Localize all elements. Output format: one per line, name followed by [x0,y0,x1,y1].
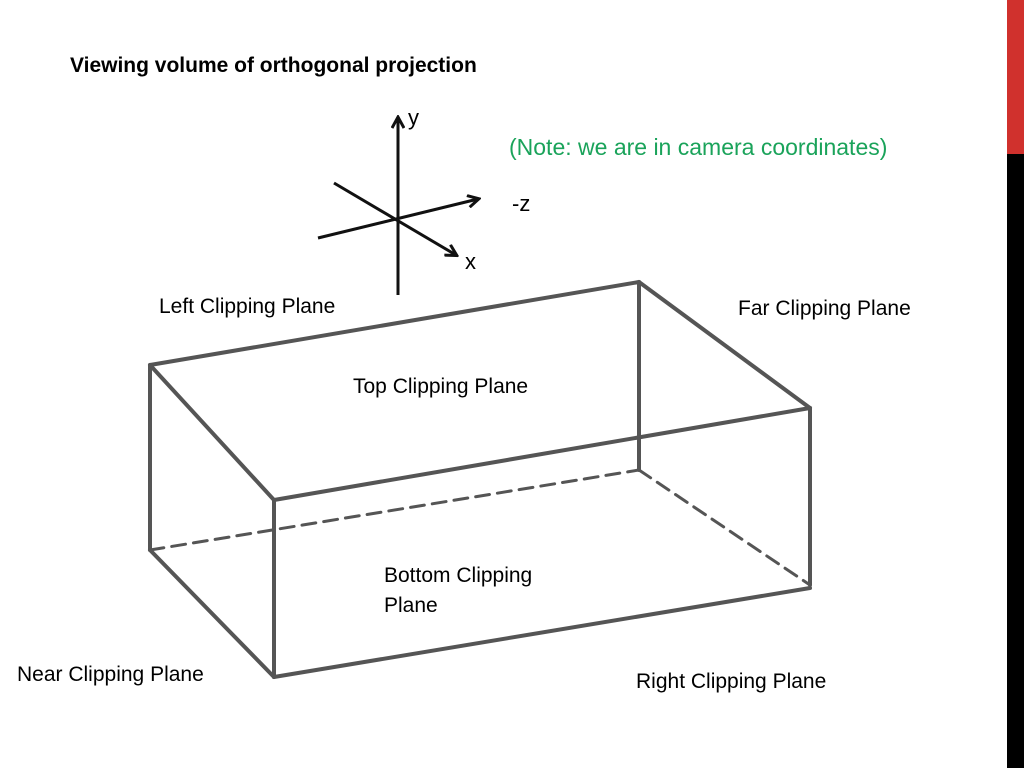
side-accent-bar-red [1007,0,1024,154]
bottom-clipping-plane-label-line2: Plane [384,594,438,617]
slide-title: Viewing volume of orthogonal projection [70,54,477,77]
x-axis-label: x [465,249,476,274]
edge-bottom-front [272,586,812,679]
neg-z-axis-line [317,199,478,240]
right-clipping-plane-label: Right Clipping Plane [636,670,827,693]
side-accent-bar-black [1007,154,1024,768]
far-clipping-plane-label: Far Clipping Plane [738,297,911,320]
edge-bottom-left [148,548,276,679]
hidden-edge-back-bottom [148,468,641,552]
camera-coordinates-note: (Note: we are in camera coordinates) [509,134,888,160]
edge-top-right [637,280,812,410]
viewing-volume-box [148,280,812,679]
edge-top-back [148,280,641,367]
y-axis-label: y [408,105,419,130]
left-clipping-plane-label: Left Clipping Plane [159,295,336,318]
near-clipping-plane-label: Near Clipping Plane [17,663,204,686]
neg-z-axis-label: -z [512,191,531,216]
coordinate-axes [317,118,478,295]
edge-top-left [148,363,276,502]
bottom-clipping-plane-label-line1: Bottom Clipping [384,564,533,587]
top-clipping-plane-label: Top Clipping Plane [353,375,529,398]
hidden-edge-right-bottom [637,468,812,587]
edge-top-front [272,406,812,502]
x-axis-line [333,181,456,255]
